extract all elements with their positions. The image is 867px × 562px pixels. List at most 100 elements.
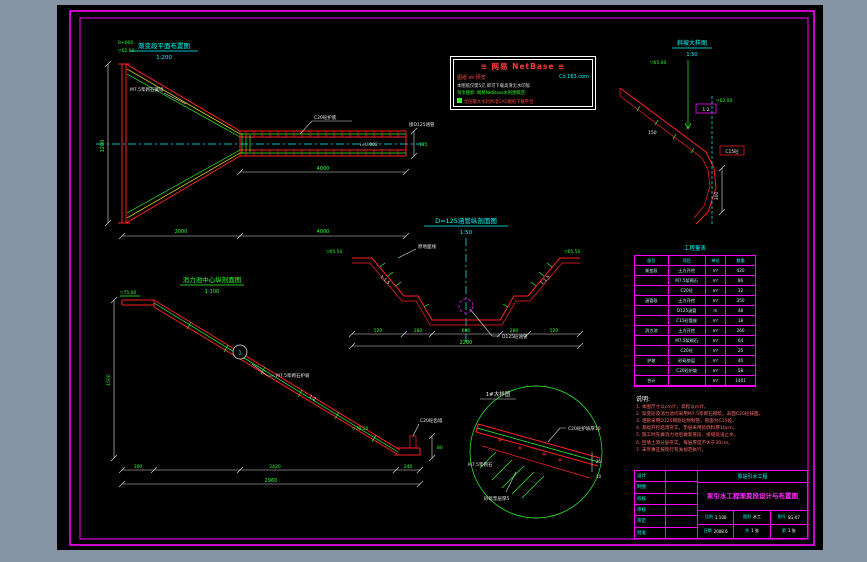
- notes-block: 说明: 1. 本图尺寸以cm计，高程以m计。2. 渐变段及消力池均采用M7.5浆…: [636, 394, 808, 454]
- detail-foundation-line: [481, 445, 591, 479]
- plan-dim-left-value: 1200: [100, 140, 106, 153]
- qt-cell-part: 涵管段: [635, 296, 669, 306]
- note-line: 2. 渐变段及消力池均采用M7.5浆砌石砌筑，表面C20砼抹面。: [636, 412, 764, 418]
- qt-cell-unit: m³: [705, 346, 727, 356]
- culvert-elev-left: ▽65.50: [326, 249, 342, 255]
- plan-wingwall-bottom-inner: [126, 149, 241, 214]
- culvert-dim-total: 2280: [460, 340, 473, 346]
- profile-slope-lines: [153, 299, 401, 455]
- qt-cell-unit: m³: [705, 356, 727, 366]
- table-row: 涵管段 土方开挖 m³ 350: [635, 296, 755, 306]
- table-row: 护坡 砂砾垫层 m³ 40: [635, 356, 755, 366]
- plan-dim-left: [104, 60, 112, 227]
- qt-cell-part: 渐变段: [635, 266, 669, 276]
- table-row: 消力池 土方开挖 m³ 260: [635, 326, 755, 336]
- slope-dim-b-value: 300: [714, 192, 720, 201]
- plan-channel-walls: [239, 130, 407, 157]
- table-row: M7.5浆砌石 m³ 86: [635, 276, 755, 286]
- field-label: 日期: [703, 528, 712, 534]
- qt-cell-qty: 1401: [726, 376, 755, 386]
- qt-header-col1: 项目: [668, 256, 706, 266]
- title-block-signatures: 设计 制图 校核 审核 审定 批准: [635, 471, 698, 538]
- culvert-ground-leader: [397, 248, 417, 259]
- field-value: 1 张: [751, 528, 759, 534]
- field-value: 水工: [752, 514, 761, 520]
- plan-title: 渐变段平面布置图: [138, 41, 190, 50]
- profile-section-marker-circle: [232, 344, 248, 360]
- detail-concrete-marks: [498, 438, 562, 462]
- culvert-slope-hatch: [379, 262, 553, 308]
- qt-cell-item: [668, 376, 706, 386]
- slope-ratio-box: [695, 103, 717, 114]
- qt-cell-qty: 420: [726, 266, 755, 276]
- table-row: D125涵管 m 48: [635, 306, 755, 316]
- detail-dim1: 25: [596, 459, 602, 464]
- qt-cell-part: [635, 366, 669, 376]
- profile-ratio-label: 1:2: [308, 394, 317, 403]
- plan-station-label: 0+000: [118, 40, 133, 46]
- qt-cell-unit: m³: [705, 326, 727, 336]
- quantity-table-body: 渐变段 土方开挖 m³ 420 M7.5浆砌石 m³ 86 C20砼 m³ 32…: [635, 266, 755, 386]
- plan-wall-hatch-top: [245, 131, 399, 137]
- qt-cell-unit: m³: [705, 376, 727, 386]
- qt-cell-item: 砂砾垫层: [668, 356, 706, 366]
- field-label: 比例: [704, 514, 713, 520]
- qt-cell-item: 土方开挖: [668, 296, 706, 306]
- title-block-field: 比例 1:100: [698, 511, 735, 525]
- plan-wall-label: M7.5浆砌石翼墙: [130, 86, 164, 93]
- qt-cell-item: M7.5浆砌石: [668, 276, 706, 286]
- culvert-title: D=125涵管纵剖面图: [435, 216, 497, 225]
- outer-border-frame: [69, 10, 815, 546]
- qt-cell-item: C20砼: [668, 286, 706, 296]
- table-row: M7.5浆砌石 m³ 64: [635, 336, 755, 346]
- culvert-elev-right: ▽65.50: [564, 249, 580, 255]
- profile-view: 消力池中心纵剖面图 1:100 ▽75.00 1 1:2 M7.5浆砌石护坡 ▽…: [106, 275, 443, 488]
- profile-wall-leader: [251, 363, 274, 377]
- qt-cell-qty: 18: [726, 316, 755, 326]
- profile-scale: 1:100: [205, 289, 219, 295]
- qt-cell-qty: 32: [726, 286, 755, 296]
- qt-cell-item: 土方开挖: [668, 266, 706, 276]
- qt-cell-unit: m³: [705, 296, 727, 306]
- watermark-line2: 图纸 sk 预览 Co.163.com: [457, 74, 589, 81]
- inner-border-frame: [79, 17, 809, 540]
- plan-dim-channel-value: 4000: [317, 166, 330, 172]
- slope-material-box: [719, 145, 745, 156]
- qt-cell-qty: 260: [726, 326, 755, 336]
- title-block-fields: 比例 1:100 图别 水工 图号 SG-07 日期 2008.6 共 1 张 …: [698, 511, 807, 538]
- plan-wingwall-top-mid: [126, 68, 241, 135]
- qt-cell-unit: m³: [705, 276, 727, 286]
- signature-label: 制图: [635, 482, 666, 493]
- watermark-preview-label: 图纸 sk 预览: [457, 74, 486, 81]
- field-label: 图号: [777, 514, 786, 520]
- detail-lining-mid: [476, 427, 600, 463]
- plan-dim-funnel-value: 2000: [175, 229, 188, 235]
- note-line: 6. 回填土须分层夯实，每层厚度不大于30cm。: [636, 440, 733, 446]
- detail-lining-leader: [547, 427, 566, 443]
- culvert-pipe-circle: [458, 298, 474, 314]
- title-block-field: 图号 SG-07: [770, 511, 807, 525]
- qt-header-col0: 部位: [635, 256, 669, 266]
- plan-wall-leader: [163, 92, 187, 105]
- watermark-site-link[interactable]: Co.163.com: [559, 73, 589, 80]
- qt-cell-part: [635, 346, 669, 356]
- slope-surface-inner: [619, 88, 711, 219]
- slope-ratio-label: 1:2: [702, 107, 709, 113]
- culvert-dim2: 280: [414, 328, 423, 334]
- plan-inlet-wall: [118, 63, 130, 224]
- culvert-section-outer: [352, 257, 580, 321]
- qt-cell-part: 合计: [635, 376, 669, 386]
- plan-dim-overall: [118, 232, 410, 240]
- signature-blank: [666, 482, 697, 492]
- slope-material-label: C15砼: [725, 148, 739, 155]
- signature-row: 制图: [635, 482, 697, 494]
- qt-cell-item: C15砼管座: [668, 316, 706, 326]
- drawing-title: 泵引水工程渐变段设计与布置图: [698, 483, 807, 511]
- note-line: 7. 未尽事宜按现行有关规范执行。: [636, 447, 707, 453]
- qt-cell-unit: m³: [705, 316, 727, 326]
- qt-cell-unit: m³: [705, 366, 727, 376]
- plan-view: 渐变段平面布置图 1:200 0+000 ▽62.50 C20砼护底 M7.5浆…: [96, 40, 435, 240]
- qt-header-col3: 数量: [726, 256, 755, 266]
- signature-blank: [666, 494, 697, 504]
- signature-row: 审核: [635, 504, 697, 517]
